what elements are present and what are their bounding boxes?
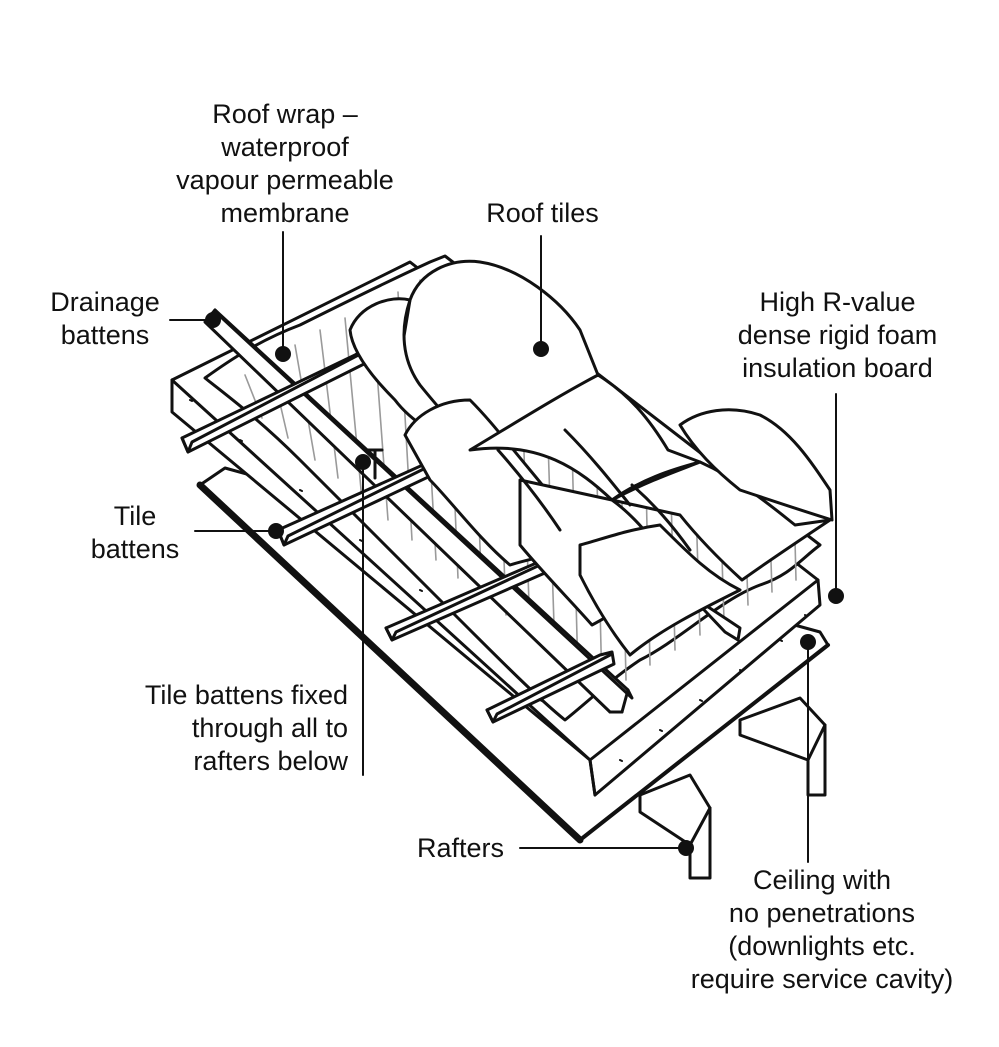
nail: [366, 448, 384, 480]
drainage-battens-dot: [205, 312, 221, 328]
insulation-dot: [828, 588, 844, 604]
leader-lines: [169, 231, 837, 863]
insulation-line-1: High R-value: [759, 287, 916, 317]
drainage-batten: [203, 308, 634, 714]
roof-wrap-line-4: membrane: [220, 198, 350, 228]
label-tile-battens-fixed: Tile battens fixed through all to rafter…: [100, 679, 348, 778]
ceiling-line-3: (downlights etc.: [728, 931, 916, 961]
tile-battens-fixed-dot: [355, 454, 371, 470]
tile-battens-line-2: battens: [90, 534, 180, 564]
leader-dots: [205, 312, 844, 856]
label-drainage-battens: Drainage battens: [40, 286, 170, 352]
label-roof-tiles: Roof tiles: [460, 197, 625, 230]
ceiling-dot: [800, 634, 816, 650]
ceiling-line-1: Ceiling with: [752, 865, 892, 895]
roof-tiles: [348, 259, 834, 657]
tile-batten-4: [485, 650, 616, 724]
roof-wrap-line-2: waterproof: [221, 132, 349, 162]
roof-wrap-line-3: vapour permeable: [176, 165, 394, 195]
tile-battens-fixed-line-2: through all to: [191, 713, 348, 743]
drainage-battens-line-2: battens: [60, 320, 150, 350]
ceiling-line-4: require service cavity): [690, 964, 954, 994]
rafters-dot: [678, 840, 694, 856]
roof-wrap-dot: [275, 346, 291, 362]
label-roof-wrap: Roof wrap – waterproof vapour permeable …: [150, 98, 420, 230]
rafter-back: [738, 696, 827, 797]
roof-tiles-line-1: Roof tiles: [486, 198, 599, 228]
label-insulation: High R-value dense rigid foam insulation…: [715, 286, 960, 385]
tile-battens-dot: [268, 523, 284, 539]
tile-battens-line-1: Tile: [113, 501, 157, 531]
tile-battens-fixed-line-1: Tile battens fixed: [144, 680, 348, 710]
roof-wrap-line-1: Roof wrap –: [212, 99, 358, 129]
label-rafters: Rafters: [417, 832, 504, 865]
insulation-line-3: insulation board: [742, 353, 933, 383]
roof-tiles-dot: [533, 341, 549, 357]
drainage-battens-line-1: Drainage: [50, 287, 160, 317]
rafters-line-1: Rafters: [417, 833, 505, 863]
rafter-front: [638, 773, 712, 880]
label-tile-battens: Tile battens: [75, 500, 195, 566]
label-ceiling: Ceiling with no penetrations (downlights…: [672, 864, 972, 996]
insulation-line-2: dense rigid foam: [737, 320, 938, 350]
tile-battens-fixed-line-3: rafters below: [193, 746, 348, 776]
ceiling-line-2: no penetrations: [728, 898, 916, 928]
